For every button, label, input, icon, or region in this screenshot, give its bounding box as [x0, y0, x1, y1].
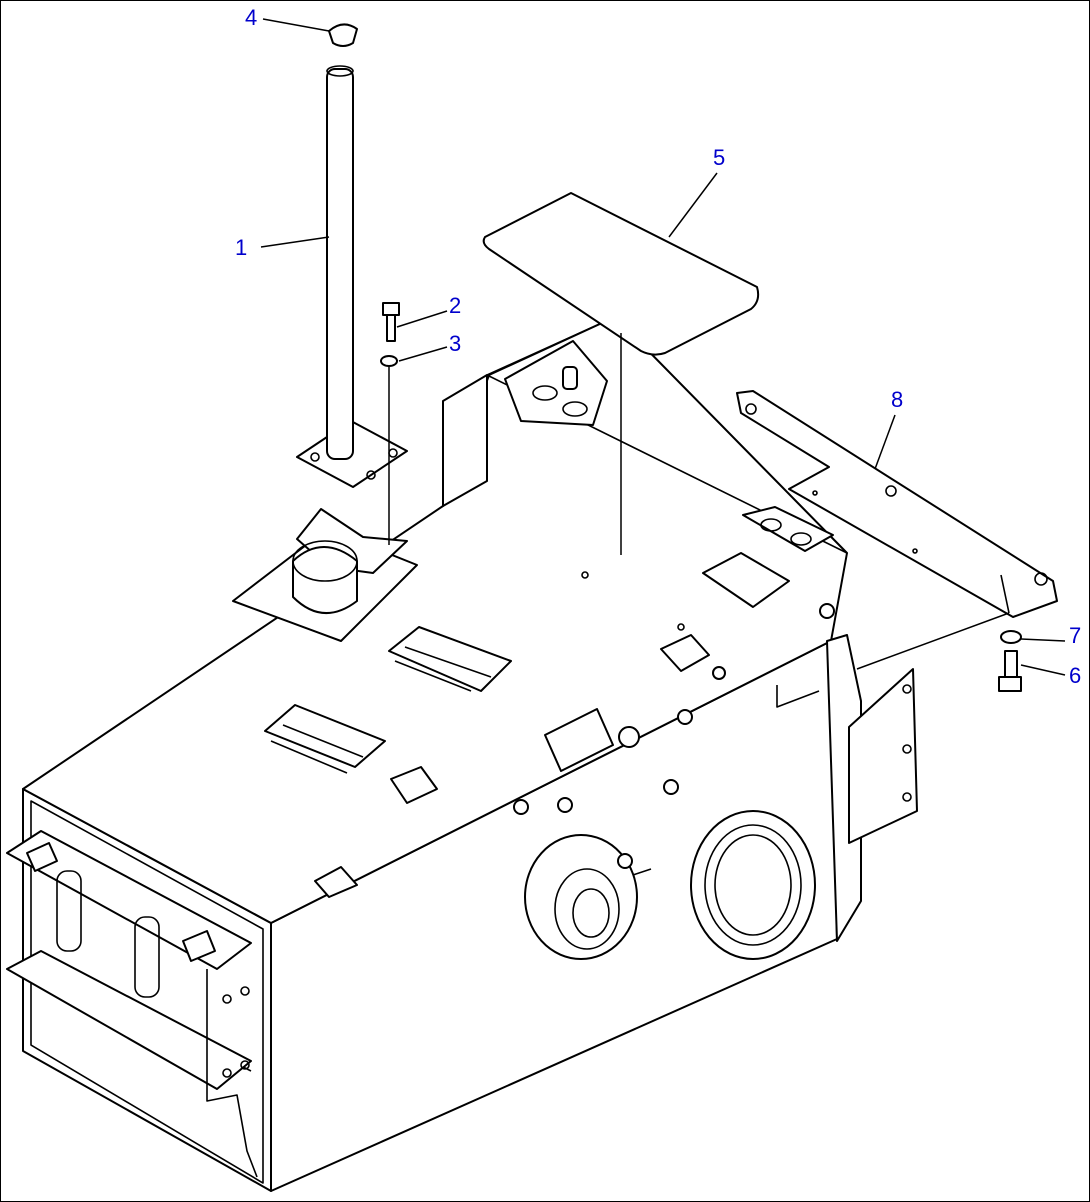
callout-7: 7 — [1069, 623, 1081, 648]
part-5-plate — [482, 192, 760, 555]
part-2-bolt — [382, 302, 400, 342]
part-3-washer — [380, 355, 398, 545]
callout-1: 1 — [235, 235, 247, 260]
leader-6 — [1020, 664, 1066, 676]
leader-1 — [260, 236, 330, 248]
callout-6: 6 — [1069, 663, 1081, 688]
callout-4: 4 — [245, 5, 257, 30]
callout-5: 5 — [713, 145, 725, 170]
leader-3 — [398, 346, 448, 362]
callout-3: 3 — [449, 331, 461, 356]
side-ports — [513, 709, 816, 960]
callout-2: 2 — [449, 293, 461, 318]
part-8-bracket — [736, 390, 1058, 670]
tank-body — [6, 316, 848, 1192]
callout-8: 8 — [891, 387, 903, 412]
leader-4 — [262, 18, 330, 32]
part-6-bolt — [998, 650, 1022, 692]
top-fittings — [232, 340, 835, 898]
part-1-filler-pipe — [296, 65, 408, 488]
right-end-flange — [776, 634, 918, 942]
leader-5 — [668, 172, 718, 238]
part-7-washer — [1000, 630, 1022, 644]
leader-7 — [1020, 638, 1066, 642]
leader-8 — [874, 414, 896, 470]
part-4-cap — [328, 23, 358, 47]
leader-2 — [396, 310, 448, 328]
